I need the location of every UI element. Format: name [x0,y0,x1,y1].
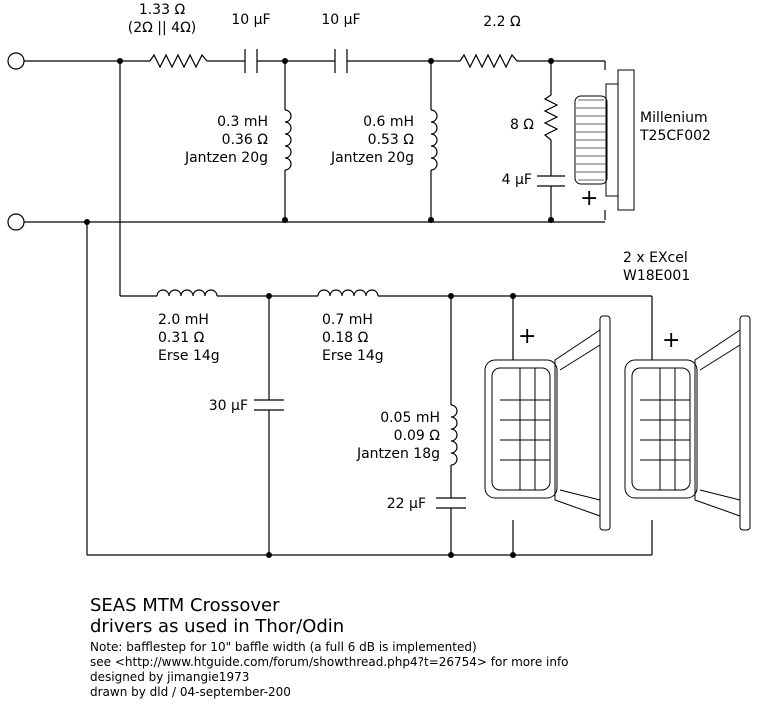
tweeter-driver-model: T25CF002 [640,128,711,144]
tweeter-driver-drawing [574,69,635,211]
woofer-l2-type: Erse 14g [322,348,384,364]
resistor-1-33-ohm [149,53,208,69]
woofer-l3-inductance: 0.05 mH [380,410,440,426]
tweeter-l1-resistance: 0.36 Ω [221,132,268,148]
tweeter-l2-inductance: 0.6 mH [363,114,414,130]
input-terminal-negative [7,213,25,231]
woofer-1-polarity-mark: + [518,324,537,349]
inductor-0-05mh [450,404,458,466]
note-line-1: Note: bafflestep for 10" baffle width (a… [90,640,477,654]
inductor-0-6mh [430,61,438,220]
tweeter-l1-inductance: 0.3 mH [217,114,268,130]
c1-label: 10 µF [231,12,271,28]
tweeter-driver-brand: Millenium [640,110,708,126]
r2-label: 2.2 Ω [483,14,521,30]
capacitor-10uf-2 [334,49,348,73]
woofer-2-polarity-mark: + [662,328,681,353]
note-line-4: drawn by dld / 04-september-200 [90,685,291,699]
capacitor-10uf-1 [244,49,258,73]
woofer-l1-inductance: 2.0 mH [158,312,209,328]
note-line-3: designed by jimangie1973 [90,670,250,684]
woofer-driver-drawing-1 [484,315,611,531]
note-line-2: see <http://www.htguide.com/forum/showth… [90,655,569,669]
capacitor-4uf [537,175,565,187]
diagram-subtitle: drivers as used in Thor/Odin [90,616,345,637]
tweeter-l2-type: Jantzen 20g [330,150,414,166]
input-terminal-positive [7,52,25,70]
tweeter-l1-type: Jantzen 20g [184,150,268,166]
inductor-2-0mh [156,289,218,297]
woofer-c-shunt-label: 30 µF [208,398,248,414]
woofer-l2-resistance: 0.18 Ω [322,330,369,346]
r-shunt-label: 8 Ω [509,117,534,133]
inductor-0-3mh [284,61,292,220]
woofer-driver-count: 2 x EXcel [623,250,688,266]
r-series-value-label: 1.33 Ω [138,2,186,18]
woofer-l1-resistance: 0.31 Ω [158,330,205,346]
woofer-driver-drawing-2 [624,315,751,531]
inductor-0-7mh [317,289,379,297]
tweeter-l2-resistance: 0.53 Ω [367,132,414,148]
resistor-8-ohm [543,94,559,141]
c2-label: 10 µF [321,12,361,28]
woofer-l3-resistance: 0.09 Ω [393,428,440,444]
diagram-title: SEAS MTM Crossover [90,595,280,616]
capacitor-22uf [436,497,466,509]
tweeter-polarity-mark: + [580,186,599,211]
woofer-c-notch-label: 22 µF [386,496,426,512]
junction-dots [84,58,554,558]
resistor-2-2-ohm [459,53,518,69]
woofer-driver-model: W18E001 [623,268,691,284]
woofer-l3-type: Jantzen 18g [356,446,440,462]
r-series-note-label: (2Ω || 4Ω) [127,20,197,36]
woofer-l2-inductance: 0.7 mH [322,312,373,328]
c-shunt-label: 4 µF [501,172,532,188]
capacitor-30uf [254,399,284,411]
woofer-l1-type: Erse 14g [158,348,220,364]
